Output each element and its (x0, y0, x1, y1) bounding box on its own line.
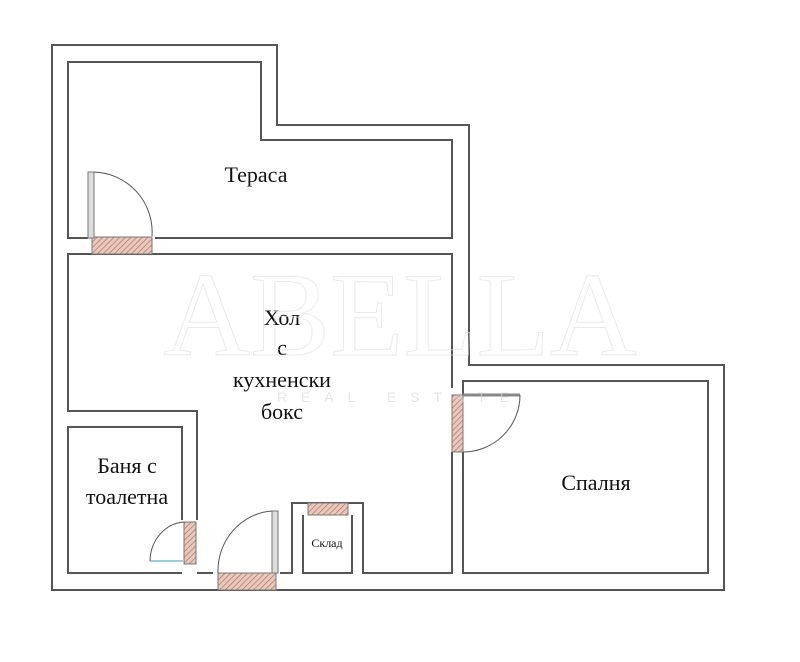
watermark-tagline: REAL ESTATE (277, 389, 523, 405)
bathroom-door (149, 521, 197, 565)
bathroom-wall (67, 426, 183, 574)
bedroom-wall (462, 380, 709, 574)
watermark: ABELLA REAL ESTATE (163, 248, 637, 406)
living-room-wall-right (280, 452, 453, 574)
room-label-living-4: бокс (261, 399, 303, 424)
terrace-door (87, 171, 153, 255)
room-label-terrace: Тераса (225, 162, 288, 187)
room-label-living-3: кухненски (233, 367, 331, 392)
living-room-wall (67, 253, 453, 520)
terrace-wall (67, 61, 453, 239)
storage-wall (302, 515, 353, 574)
watermark-brand: ABELLA (163, 248, 636, 381)
room-label-living-2: с (277, 335, 287, 360)
room-label-bathroom-1: Баня с (97, 453, 157, 478)
room-label-living-1: Хол (264, 305, 300, 330)
room-label-bathroom-2: тоалетна (86, 484, 168, 509)
storage-door (307, 502, 349, 516)
entrance-door (217, 510, 279, 591)
room-label-bedroom: Спалня (561, 470, 630, 495)
bedroom-door (451, 393, 521, 453)
room-label-storage: Склад (311, 536, 342, 550)
